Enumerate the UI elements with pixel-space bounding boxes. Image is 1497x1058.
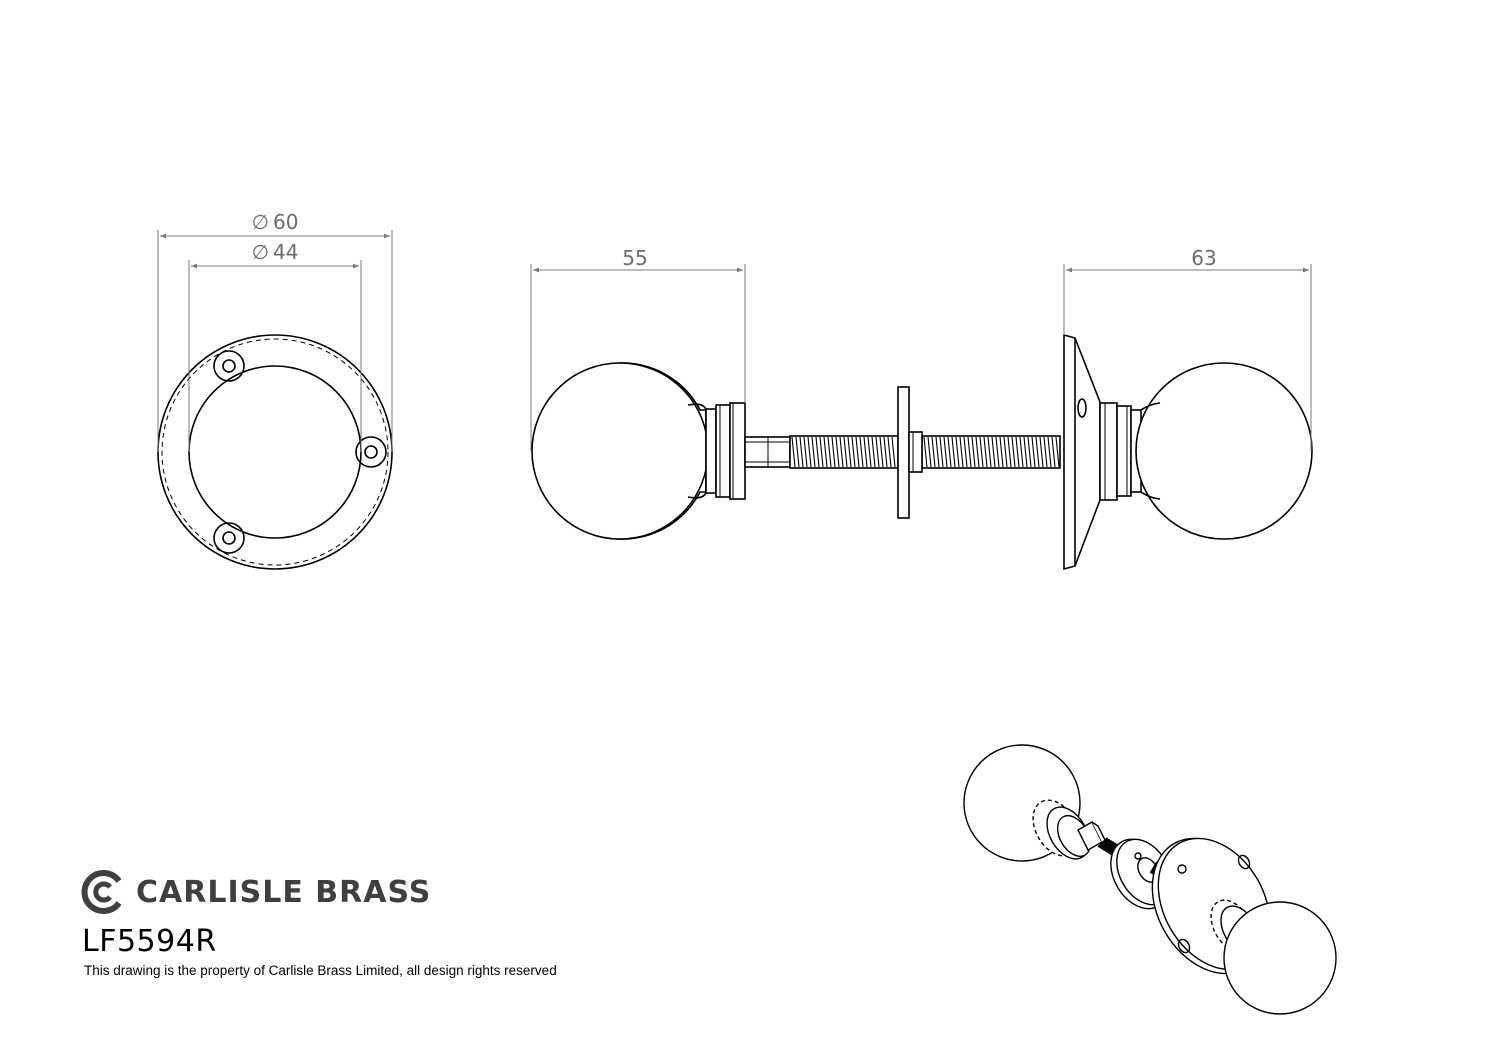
thread-line [827,436,832,468]
brand-block: CARLISLE BRASS [80,868,431,916]
thread-line [959,436,964,468]
thread-line [955,436,960,468]
thread-line [839,436,844,468]
thread-line [951,436,956,468]
thread-line [1031,436,1036,468]
thread-line [843,436,848,468]
thread-line [863,436,868,468]
thread-line [971,436,976,468]
rose-front-view [157,334,393,570]
thread-line [931,436,936,468]
screw-hole-top [213,350,245,382]
thread-line [847,436,852,468]
inner-diameter-label: ∅44 [252,240,299,264]
thread-line [799,436,804,468]
left-knob [531,362,746,540]
thread-line [1035,436,1040,468]
thread-line [943,436,948,468]
screw-hole-bottom [213,522,245,554]
side-view-assembly [531,333,1313,571]
thread-line [1047,436,1052,468]
thread-line [1015,436,1020,468]
iso-upper-knob [963,744,1092,862]
iso-lower-knob [1210,899,1337,1015]
thread-line [1011,436,1016,468]
brand-name: CARLISLE BRASS [136,874,432,910]
thread-line [995,436,1000,468]
thread-line [947,436,952,468]
thread-line [987,436,992,468]
dimension-inner-diameter [188,260,362,452]
thread-line [803,436,808,468]
dimension-rose-knob-projection [1063,264,1312,451]
thread-line [879,436,884,468]
dimension-outer-diameter [157,230,393,452]
thread-line [999,436,1004,468]
thread-line [975,436,980,468]
thread-line [883,436,888,468]
spindle-washer [897,386,923,519]
right-knob [1099,362,1313,540]
product-code: LF5594R [82,924,217,959]
thread-line [979,436,984,468]
thread-line [791,436,796,468]
thread-line [823,436,828,468]
thread-line [867,436,872,468]
thread-line [935,436,940,468]
thread-line [835,436,840,468]
thread-line [811,436,816,468]
thread-line [819,436,824,468]
thread-line [815,436,820,468]
rose-knob-projection-label: 63 [1191,246,1216,270]
thread-line [927,436,932,468]
thread-line [1023,436,1028,468]
thread-line [807,436,812,468]
thread-line [795,436,800,468]
thread-line [1055,436,1060,468]
thread-line [1027,436,1032,468]
thread-line [1019,436,1024,468]
ownership-notice: This drawing is the property of Carlisle… [84,963,557,978]
thread-line [1007,436,1012,468]
thread-line [963,436,968,468]
knob-projection-label: 55 [622,246,647,270]
thread-line [991,436,996,468]
thread-line [875,436,880,468]
thread-line [891,436,896,468]
thread-line [983,436,988,468]
thread-line [831,436,836,468]
spindle [744,435,1061,469]
thread-line [939,436,944,468]
thread-line [1039,436,1044,468]
thread-line [1003,436,1008,468]
thread-line [851,436,856,468]
dimension-knob-projection [530,264,746,451]
thread-line [1051,436,1056,468]
right-rose-plate [1063,333,1101,571]
thread-line [967,436,972,468]
carlisle-brass-logo-icon [81,870,122,914]
thread-line [871,436,876,468]
isometric-view [963,744,1337,1015]
thread-line [923,436,928,468]
thread-line [1043,436,1048,468]
screw-hole-right [355,436,387,468]
outer-diameter-label: ∅60 [252,210,299,234]
thread-line [859,436,864,468]
thread-line [855,436,860,468]
thread-line [887,436,892,468]
